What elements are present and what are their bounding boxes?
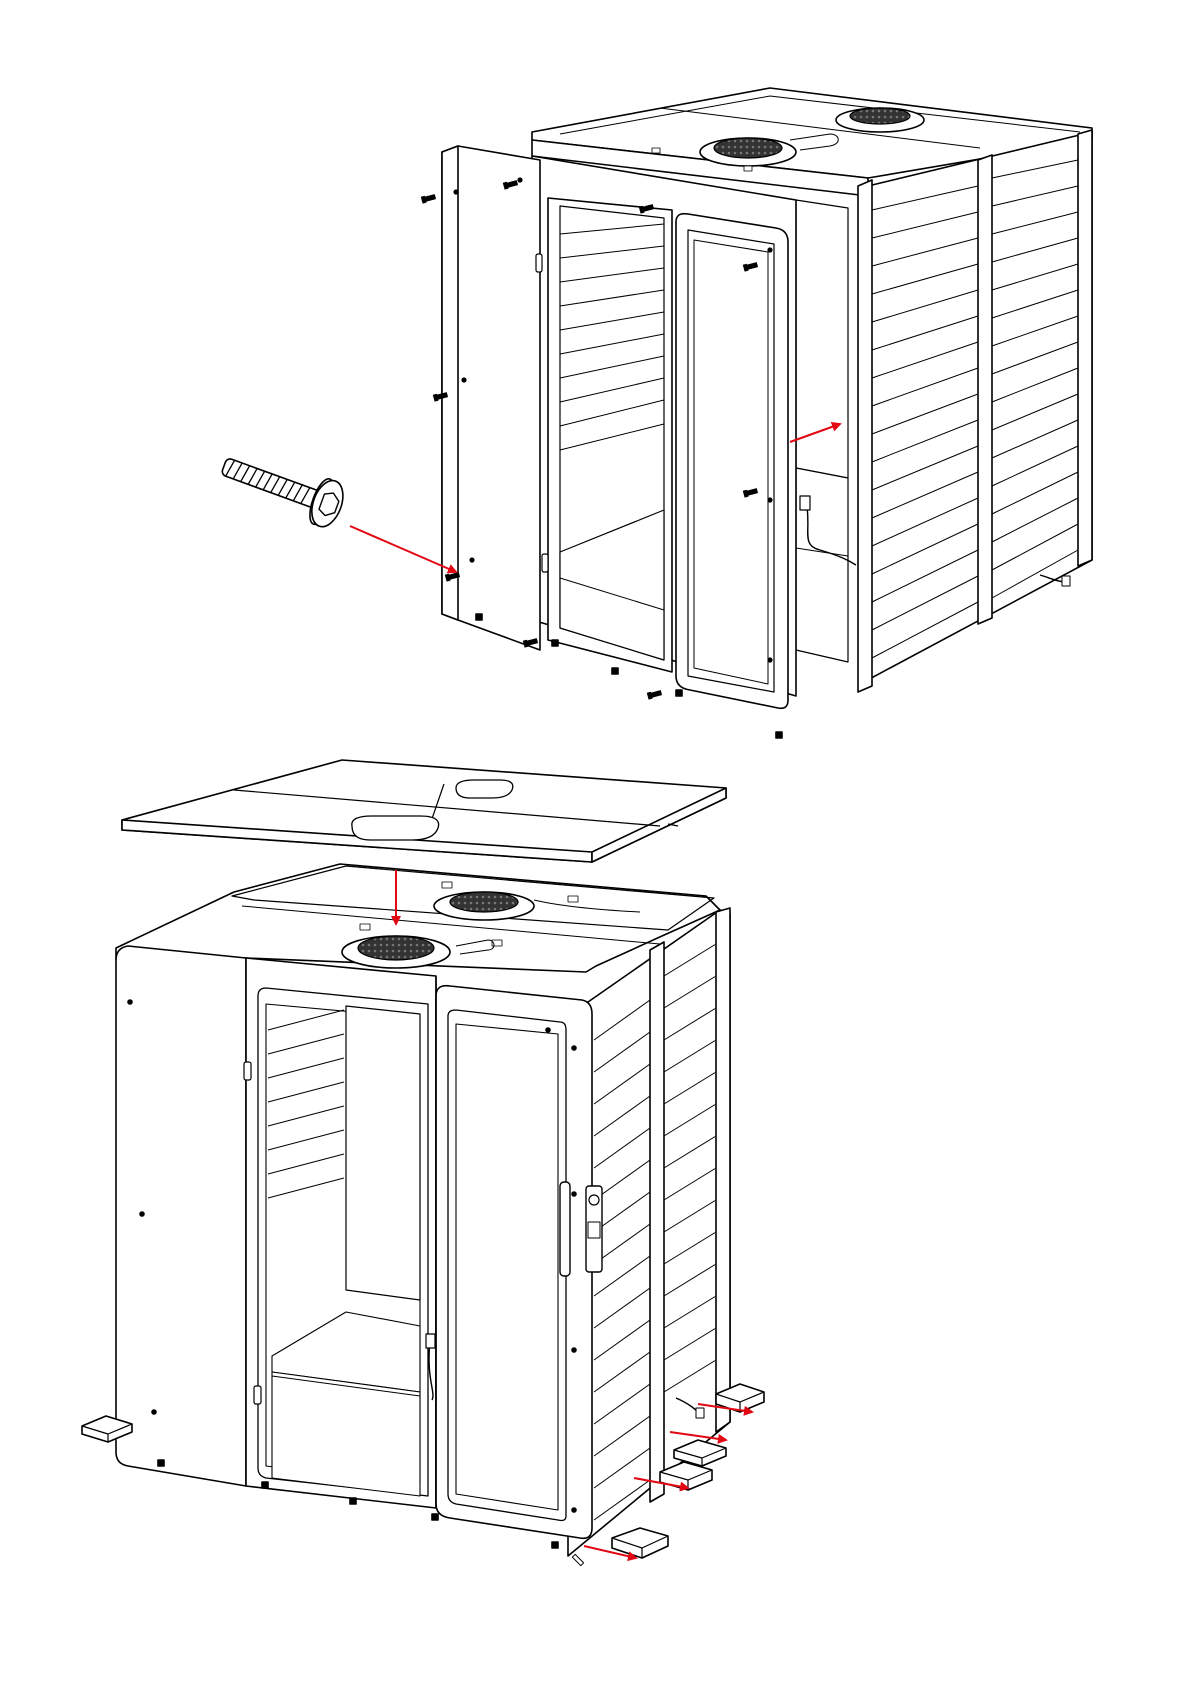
arrow-bolt-to-panel [350,526,456,572]
booth-front-frame-top [532,156,796,708]
step-1-illustration [216,88,1092,738]
bolt-detail [216,443,349,531]
roof-fan-2 [836,108,924,132]
step-2-illustration [82,760,764,1566]
roof-panel [122,760,726,862]
roof-fan-4 [342,936,450,968]
booth-body-bottom [116,864,730,1566]
roof-fan-3 [434,892,534,920]
roof-fan-1 [700,138,796,166]
